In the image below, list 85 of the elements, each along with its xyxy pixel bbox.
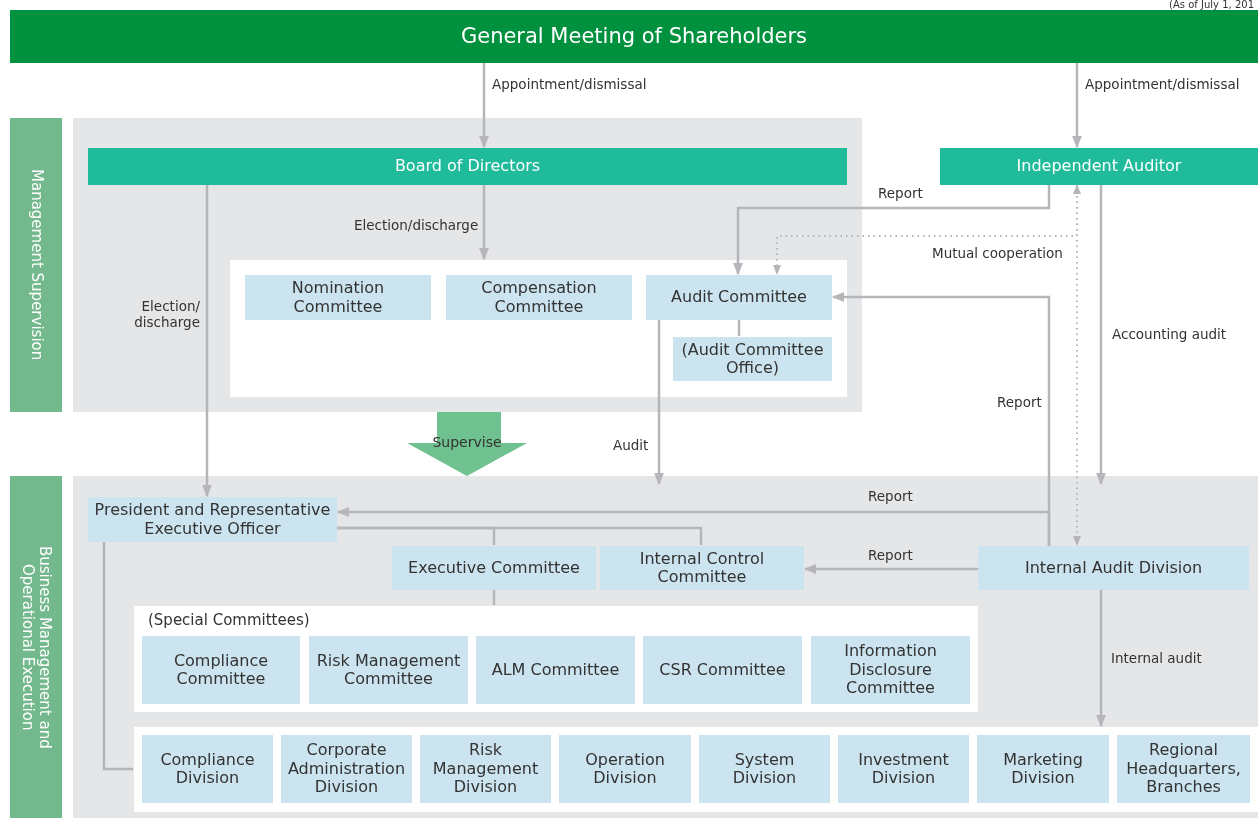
date-note: (As of July 1, 201 (1169, 0, 1254, 10)
box-label: Compliance Committee (172, 651, 270, 689)
group-box (134, 727, 1258, 812)
side-band (10, 118, 62, 412)
arrow (654, 320, 664, 486)
edge-label: Audit (613, 437, 649, 454)
arrow (479, 63, 489, 149)
process-box (811, 636, 970, 704)
edge-label: Election/discharge (354, 217, 479, 234)
process-box (643, 636, 802, 704)
box-label: Investment Division (857, 750, 950, 788)
edge-label: Election/ discharge (133, 298, 200, 331)
process-box (1117, 735, 1250, 803)
group-box (230, 260, 847, 397)
box-label: System Division (731, 750, 798, 788)
edge-label: Report (868, 547, 913, 564)
arrow (202, 185, 212, 498)
box-label: Business Management and Operational Execution (18, 544, 56, 751)
process-box (142, 636, 300, 704)
process-box (559, 735, 691, 803)
arrow (336, 507, 1051, 546)
arrow (479, 185, 489, 261)
process-box (392, 546, 596, 590)
title-banner (10, 10, 1258, 63)
group-box (134, 606, 978, 712)
box-label: Nomination Committee (290, 279, 386, 316)
edge-label: Appointment/dismissal (1085, 76, 1240, 93)
box-label: Internal Audit Division (1023, 558, 1204, 578)
process-box (446, 275, 632, 320)
process-box (142, 735, 273, 803)
process-box (978, 546, 1249, 590)
edge-label: Mutual cooperation (932, 245, 1063, 262)
box-label: Management Supervision (26, 169, 47, 361)
box-label: President and Representative Executive Officer (93, 501, 332, 538)
arrow (1072, 63, 1082, 149)
box-label: Operation Division (584, 750, 666, 788)
process-box (977, 735, 1109, 803)
box-label: Compensation Committee (480, 279, 598, 316)
process-box (245, 275, 431, 320)
connector-line (737, 320, 741, 336)
box-label: Internal Control Committee (638, 549, 766, 587)
arrow (1096, 590, 1106, 728)
box-label: Supervise (431, 434, 503, 451)
edge-label: Report (868, 488, 913, 505)
process-box (838, 735, 969, 803)
box-label: Board of Directors (393, 157, 542, 176)
header-bar (88, 148, 847, 185)
box-label: Corporate Administration Division (286, 741, 407, 797)
connector-line (102, 542, 133, 771)
box-label: (Audit Committee Office) (680, 340, 825, 378)
box-label: Compliance Division (159, 750, 256, 788)
arrow (1096, 185, 1106, 486)
process-box (309, 636, 468, 704)
group-heading: (Special Committees) (147, 612, 311, 630)
process-box (420, 735, 551, 803)
box-label: ALM Committee (490, 660, 621, 680)
box-label: Marketing Division (1002, 750, 1084, 788)
box-label: Independent Auditor (1015, 157, 1183, 176)
arrow (733, 185, 1051, 276)
supervise-arrow (407, 412, 527, 476)
box-label: Information Disclosure Committee (843, 642, 938, 698)
edge-label: Report (997, 394, 1042, 411)
connector-line (492, 590, 496, 605)
box-label: General Meeting of Shareholders (459, 24, 809, 49)
edge-label: Appointment/dismissal (492, 76, 647, 93)
process-box (646, 275, 832, 320)
box-label: Regional Headquarters, Branches (1125, 741, 1242, 797)
side-band (10, 476, 62, 818)
box-label: Executive Committee (407, 558, 581, 578)
arrow (1073, 184, 1081, 546)
header-bar (940, 148, 1258, 185)
process-box (699, 735, 830, 803)
process-box (673, 337, 832, 381)
process-box (600, 546, 804, 590)
process-box (281, 735, 412, 803)
arrow (803, 564, 978, 574)
edge-label: Report (878, 185, 923, 202)
box-label: Risk Management Committee (315, 651, 462, 689)
connector-line (337, 526, 703, 545)
edge-label: Accounting audit (1112, 326, 1227, 343)
box-label: Audit Committee (670, 288, 808, 307)
process-box (476, 636, 635, 704)
box-label: CSR Committee (658, 660, 787, 680)
edge-label: Internal audit (1111, 650, 1202, 667)
box-label: Risk Management Division (431, 741, 540, 797)
